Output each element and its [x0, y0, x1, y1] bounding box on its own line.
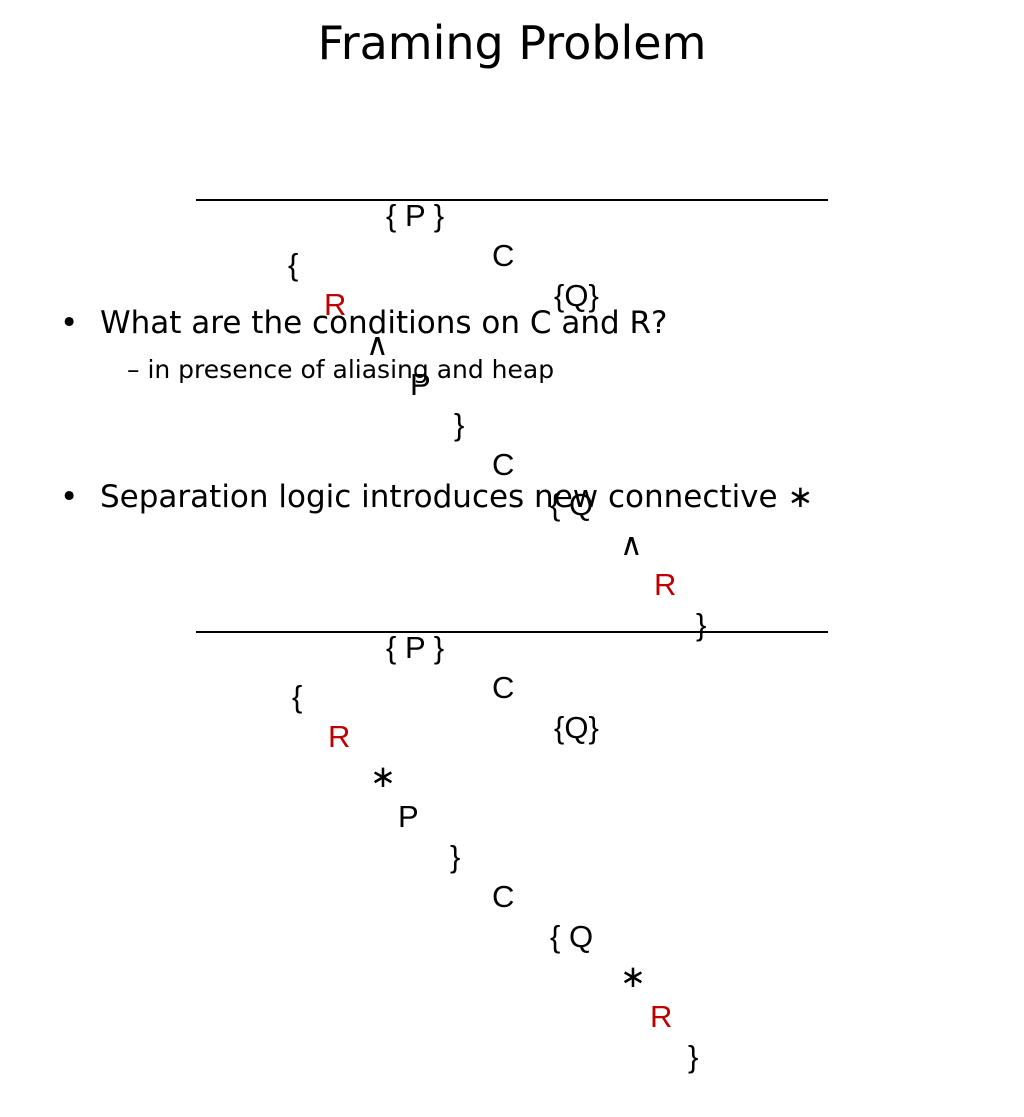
bullet-item-conditions: • What are the conditions on C and R?: [58, 300, 998, 346]
conclusion-open-post: { Q: [550, 919, 594, 954]
premise-post: {Q}: [554, 710, 599, 745]
star-symbol: ∗: [370, 759, 396, 794]
bullet-item-separation: • Separation logic introduces new connec…: [58, 474, 998, 520]
bullet-text: What are the conditions on C and R?: [100, 305, 668, 341]
frame-r-2: R: [650, 999, 673, 1034]
premise-pre: { P }: [386, 198, 445, 233]
conclusion-open-post: { Q: [550, 487, 594, 522]
rule-divider: [196, 199, 828, 201]
premise-cmd: C: [492, 670, 515, 705]
bullet-dot-icon: •: [60, 479, 79, 515]
conclusion-open: {: [288, 247, 299, 282]
frame-r: R: [324, 287, 347, 322]
conj-symbol: ∧: [366, 327, 389, 362]
rule-conclusion: { R ∧ P } C { Q ∧ R }: [196, 205, 828, 642]
inference-rule-conjunction: { P } C {Q} { R ∧ P } C { Q ∧ R }: [196, 156, 828, 642]
rule-premise: { P } C {Q}: [196, 588, 828, 745]
premise-cmd: C: [492, 238, 515, 273]
conclusion-pre: P: [410, 367, 431, 402]
frame-r-2: R: [654, 567, 677, 602]
conclusion-cmd: C: [492, 879, 515, 914]
premise-post: {Q}: [554, 278, 599, 313]
conclusion-pre: P: [398, 799, 419, 834]
slide-title: Framing Problem: [317, 16, 707, 70]
star-symbol-2: ∗: [620, 959, 646, 994]
bullet-list: • What are the conditions on C and R? – …: [58, 300, 998, 520]
conj-symbol-2: ∧: [620, 527, 643, 562]
conclusion-close-post: }: [696, 607, 707, 642]
conclusion-close-post: }: [688, 1039, 699, 1074]
conclusion-cmd: C: [492, 447, 515, 482]
conclusion-open: {: [292, 679, 303, 714]
sub-bullet-aliasing: – in presence of aliasing and heap: [127, 355, 555, 384]
conclusion-close-pre: }: [450, 839, 461, 874]
rule-premise: { P } C {Q}: [196, 156, 828, 313]
inference-rule-separating: { P } C {Q} { R ∗ P } C { Q ∗ R }: [196, 588, 828, 1074]
conclusion-close-pre: }: [454, 407, 465, 442]
bullet-text: Separation logic introduces new connecti…: [100, 479, 814, 515]
premise-pre: { P }: [386, 630, 445, 665]
bullet-dot-icon: •: [60, 305, 79, 341]
rule-conclusion: { R ∗ P } C { Q ∗ R }: [196, 637, 828, 1074]
rule-divider: [196, 631, 828, 633]
frame-r: R: [328, 719, 351, 754]
